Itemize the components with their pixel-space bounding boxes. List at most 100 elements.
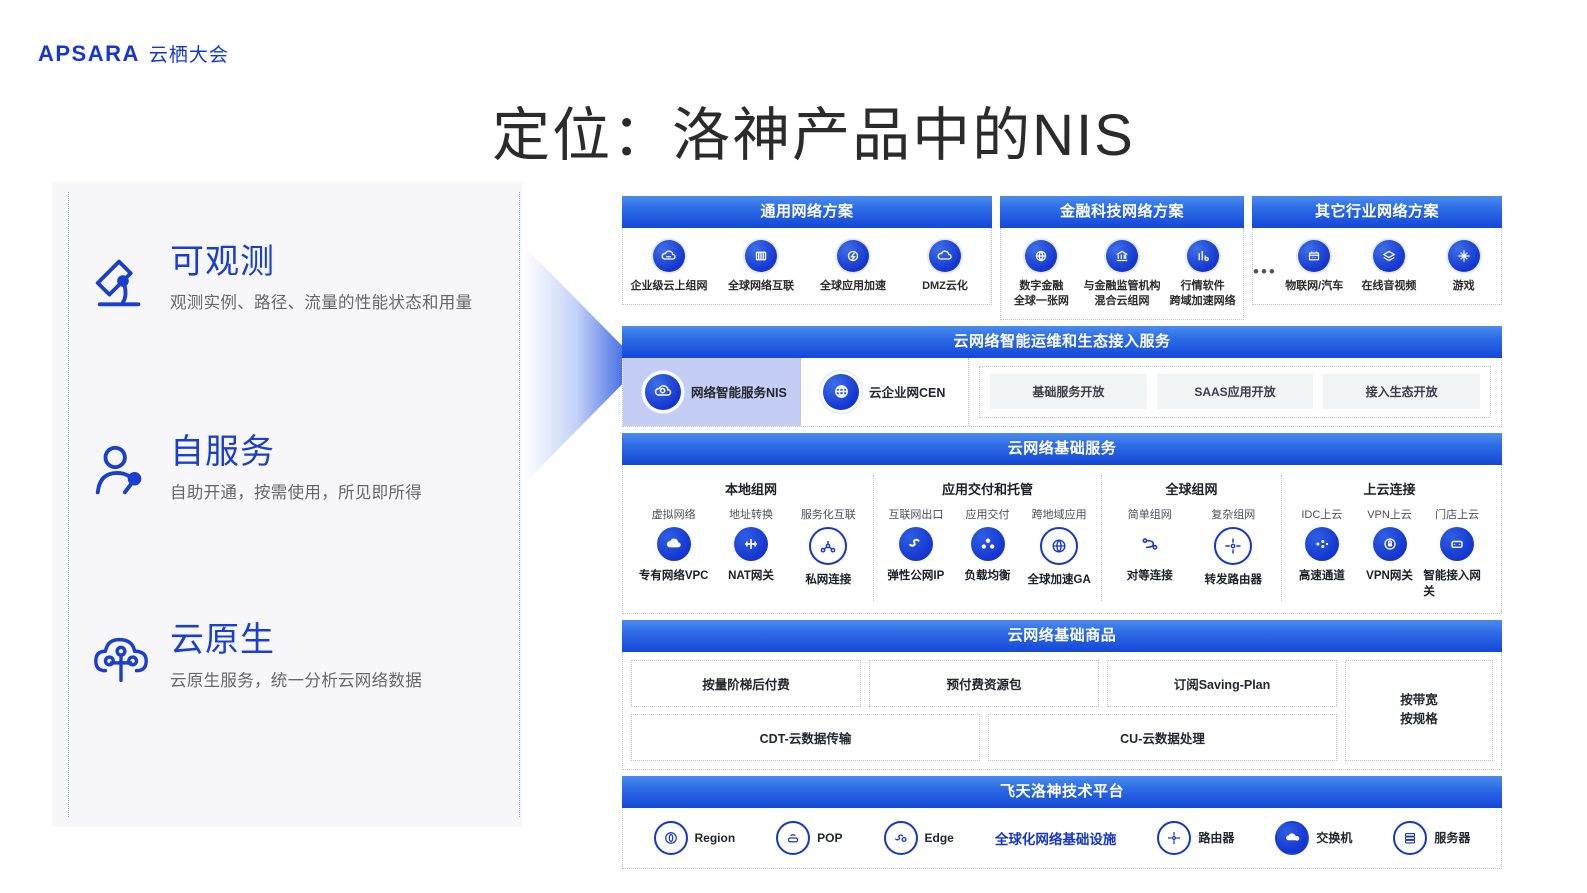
nis-cloud-icon [645, 373, 681, 410]
service-item-top: 互联网出口 [888, 508, 944, 521]
edge-icon [883, 820, 918, 855]
solution-other: 其它行业网络方案 ••• 物联网/汽车 在线音视频 游戏 [1252, 196, 1502, 320]
service-item-top: 门店上云 [1435, 508, 1480, 521]
pillar-cloud-native: 云原生 云原生服务，统一分析云网络数据 [90, 621, 422, 691]
service-item-bottom: NAT网关 [728, 569, 774, 582]
platform-item-switch[interactable]: 交换机 [1275, 820, 1352, 855]
platform-item-label: 路由器 [1198, 831, 1235, 846]
pillar-desc: 自助开通，按需使用，所见即所得 [170, 484, 422, 503]
platform-item-label: 服务器 [1434, 831, 1471, 846]
solutions-row: 通用网络方案 企业级云上组网 全球网络互联 全球应用加速 [622, 196, 1502, 326]
solution-item[interactable]: 物联网/汽车 [1277, 240, 1352, 294]
platform-item-label: Edge [924, 830, 954, 845]
service-item[interactable]: IDC上云 高速通道 [1288, 506, 1356, 599]
commerce-chip-bandwidth-spec[interactable]: 按带宽 按规格 [1345, 659, 1493, 761]
solution-item[interactable]: 全球应用加速 [811, 240, 895, 294]
solution-item[interactable]: 全球网络互联 [719, 240, 803, 294]
commerce-chip-prepaid-pack[interactable]: 预付费资源包 [869, 659, 1099, 707]
peering-icon [1132, 526, 1167, 561]
service-item[interactable]: 互联网出口 弹性公网IP [880, 506, 952, 587]
solution-item[interactable]: 企业级云上组网 [627, 240, 711, 294]
solution-fintech-title: 金融科技网络方案 [1000, 196, 1244, 228]
service-item-bottom: 对等连接 [1126, 569, 1173, 582]
private-link-icon [809, 526, 848, 565]
solution-item[interactable]: 与金融监管机构 混合云组网 [1082, 240, 1163, 309]
service-item-bottom: 全球加速GA [1027, 573, 1091, 586]
brand-cn-name: 云栖大会 [148, 45, 229, 66]
pillars-panel: 可观测 观测实例、路径、流量的性能状态和用量 自服务 自助开通，按需使用，所见即… [52, 182, 522, 827]
commerce-band: 云网络基础商品 按量阶梯后付费 预付费资源包 订阅Saving-Plan CDT… [622, 619, 1502, 770]
transit-router-icon [1214, 526, 1253, 565]
commerce-chip-cu[interactable]: CU-云数据处理 [988, 713, 1337, 761]
router-icon [1157, 820, 1192, 855]
commerce-chip-cdt[interactable]: CDT-云数据传输 [631, 713, 980, 761]
platform-item-pop[interactable]: POP [776, 820, 843, 855]
service-item-top: VPN上云 [1367, 508, 1412, 521]
service-group-local: 本地组网 虚拟网络 专有网络VPC 地址转换 NAT网关 服务化互联 [629, 475, 873, 601]
service-item[interactable]: 应用交付 负载均衡 [952, 506, 1024, 587]
solution-item[interactable]: 在线音视频 [1352, 240, 1427, 294]
open-chip-saas[interactable]: SAAS应用开放 [1156, 374, 1314, 410]
cloud-network-icon [653, 240, 685, 272]
platform-item-region[interactable]: Region [653, 820, 735, 855]
page-title: 定位：洛神产品中的NIS [492, 103, 1135, 168]
platform-item-edge[interactable]: Edge [883, 820, 954, 855]
pillar-observability: 可观测 观测实例、路径、流量的性能状态和用量 [90, 243, 472, 313]
service-item[interactable]: 服务化互联 私网连接 [790, 506, 867, 587]
solution-item-label: 在线音视频 [1361, 280, 1417, 292]
platform-item-server[interactable]: 服务器 [1393, 820, 1471, 855]
iot-car-icon [1298, 240, 1331, 272]
pillar-title: 自服务 [170, 433, 275, 471]
service-item[interactable]: VPN上云 VPN网关 [1356, 506, 1424, 599]
service-item-top: 跨地域应用 [1031, 508, 1087, 521]
solution-item-label: 企业级云上组网 [630, 280, 708, 292]
self-service-user-icon [90, 440, 152, 502]
nis-band: 云网络智能运维和生态接入服务 网络智能服务NIS 云企业网CEN 基础服务开放 … [622, 325, 1502, 427]
platform-item-router[interactable]: 路由器 [1157, 820, 1235, 855]
smart-access-gw-icon [1440, 526, 1475, 561]
commerce-chip-saving-plan[interactable]: 订阅Saving-Plan [1107, 659, 1337, 707]
solution-item[interactable]: DMZ云化 [903, 240, 987, 294]
cloud-accel-icon [837, 240, 869, 272]
solution-item-label: DMZ云化 [922, 280, 968, 292]
solution-item[interactable]: 游戏 [1426, 240, 1501, 294]
pillar-desc: 云原生服务，统一分析云网络数据 [170, 672, 422, 691]
finance-globe-icon [1025, 240, 1058, 272]
pillars-inner-frame [68, 192, 520, 817]
service-item-top: 服务化互联 [800, 508, 856, 521]
pillar-self-service: 自服务 自助开通，按需使用，所见即所得 [90, 433, 422, 503]
solution-item-label: 物联网/汽车 [1285, 280, 1344, 292]
vpn-gateway-icon [1372, 526, 1407, 561]
express-connect-icon [1304, 526, 1339, 561]
solution-item-label: 游戏 [1452, 280, 1475, 292]
service-item-bottom: 负载均衡 [964, 569, 1011, 582]
platform-center-label: 全球化网络基础设施 [994, 831, 1117, 847]
nis-card[interactable]: 网络智能服务NIS [623, 357, 801, 426]
eip-icon [898, 526, 933, 561]
service-item[interactable]: 虚拟网络 专有网络VPC [635, 506, 712, 587]
service-item-top: 虚拟网络 [651, 508, 696, 521]
solution-item-label: 行情软件 跨域加速网络 [1169, 280, 1236, 307]
service-group-app: 应用交付和托管 互联网出口 弹性公网IP 应用交付 负载均衡 跨地域应用 [873, 474, 1101, 601]
cen-card[interactable]: 云企业网CEN [801, 357, 969, 426]
service-item[interactable]: 复杂组网 转发路由器 [1194, 506, 1272, 587]
service-item[interactable]: 简单组网 对等连接 [1111, 506, 1189, 587]
open-chip-basic[interactable]: 基础服务开放 [990, 374, 1147, 410]
service-item-bottom: 智能接入网关 [1423, 569, 1481, 598]
region-icon [653, 820, 688, 855]
service-item-bottom: VPN网关 [1366, 569, 1413, 582]
solution-item[interactable]: 数字金融 全球一张网 [1001, 240, 1082, 309]
bank-icon [1106, 240, 1138, 272]
service-item-bottom: 高速通道 [1298, 569, 1345, 582]
service-item[interactable]: 跨地域应用 全球加速GA [1023, 506, 1095, 587]
service-item[interactable]: 门店上云 智能接入网关 [1423, 506, 1491, 599]
service-item-bottom: 弹性公网IP [887, 569, 945, 582]
open-chip-ecosystem[interactable]: 接入生态开放 [1323, 374, 1481, 410]
brand-mark: APSARA [38, 40, 140, 66]
commerce-chip-pay-as-you-go[interactable]: 按量阶梯后付费 [631, 659, 861, 707]
service-group-cloud-connect: 上云连接 IDC上云 高速通道 VPN上云 VPN网关 门店上云 [1281, 474, 1497, 601]
service-item-top: IDC上云 [1301, 508, 1343, 521]
solution-item[interactable]: 行情软件 跨域加速网络 [1162, 240, 1243, 309]
market-chart-icon [1186, 240, 1219, 272]
service-item[interactable]: 地址转换 NAT网关 [712, 506, 789, 587]
